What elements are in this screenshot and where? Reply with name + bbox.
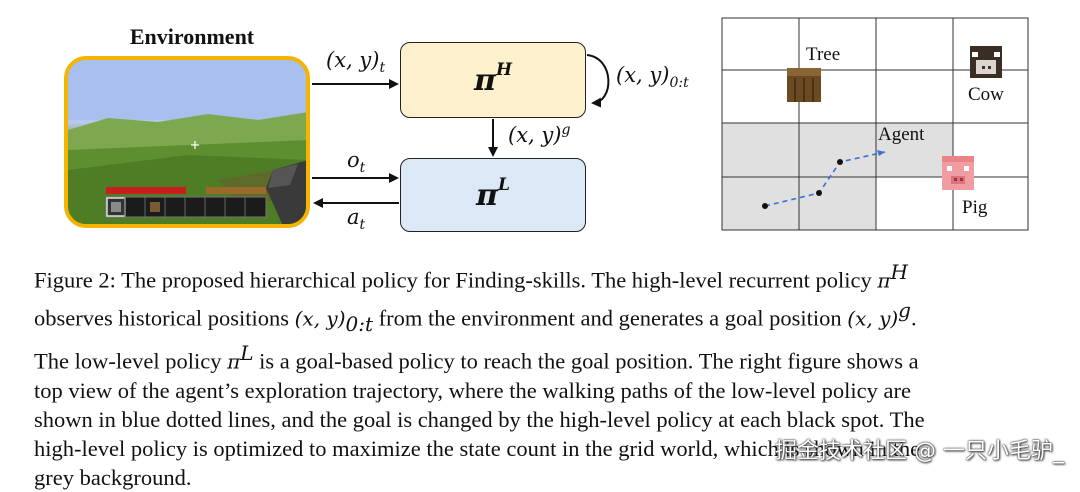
label-a-t: at [347, 205, 366, 234]
figure-caption: Figure 2: The proposed hierarchical poli… [34, 258, 1050, 492]
caption-line-1: Figure 2: The proposed hierarchical poli… [34, 260, 908, 293]
label-pig: Pig [962, 197, 988, 218]
cow-icon [970, 46, 1002, 78]
label-cow: Cow [968, 84, 1004, 105]
figure: Environment [64, 17, 1029, 234]
label-o-t: ot [347, 148, 366, 177]
environment-screenshot [64, 56, 310, 228]
low-level-policy-box: πL [400, 158, 586, 232]
caption-line-2: observes historical positions (x, y)0:t … [34, 297, 917, 336]
goal-spot [762, 203, 768, 209]
caption-line-6: high-level policy is optimized to maximi… [34, 436, 921, 461]
hotbar [105, 196, 267, 218]
agent-trajectory [764, 151, 886, 207]
high-level-policy-symbol: πH [473, 59, 513, 98]
caption-line-3: The low-level policy πL is a goal-based … [34, 340, 919, 374]
visited-cell [876, 123, 953, 177]
label-xy-history: (x, y)0:t [616, 63, 689, 92]
goal-spot [816, 190, 822, 196]
caption-line-4: top view of the agent’s exploration traj… [34, 378, 911, 403]
trajectory-arrowhead [877, 150, 885, 156]
caption-line-7: grey background. [34, 465, 192, 490]
tree-icon [787, 68, 821, 102]
label-xy-t: (x, y)t [326, 48, 386, 77]
caption-line-5: shown in blue dotted lines, and the goal… [34, 407, 925, 432]
high-level-policy-box: πH [400, 42, 586, 118]
policy-arrows [312, 54, 610, 208]
arrow-recurrent-loop [586, 54, 610, 108]
label-xy-goal: (x, y)g [508, 122, 571, 147]
label-agent: Agent [878, 124, 925, 145]
grid-world [721, 17, 1029, 231]
goal-spot [837, 159, 843, 165]
low-level-policy-symbol: πL [476, 174, 510, 213]
pig-icon [942, 156, 974, 190]
watermark: 掘金技术社区 @ 一只小毛驴_ [775, 439, 1064, 464]
minecraft-scene [68, 60, 306, 224]
environment-title: Environment [129, 24, 255, 49]
health-bar [106, 187, 266, 194]
label-tree: Tree [806, 44, 841, 65]
